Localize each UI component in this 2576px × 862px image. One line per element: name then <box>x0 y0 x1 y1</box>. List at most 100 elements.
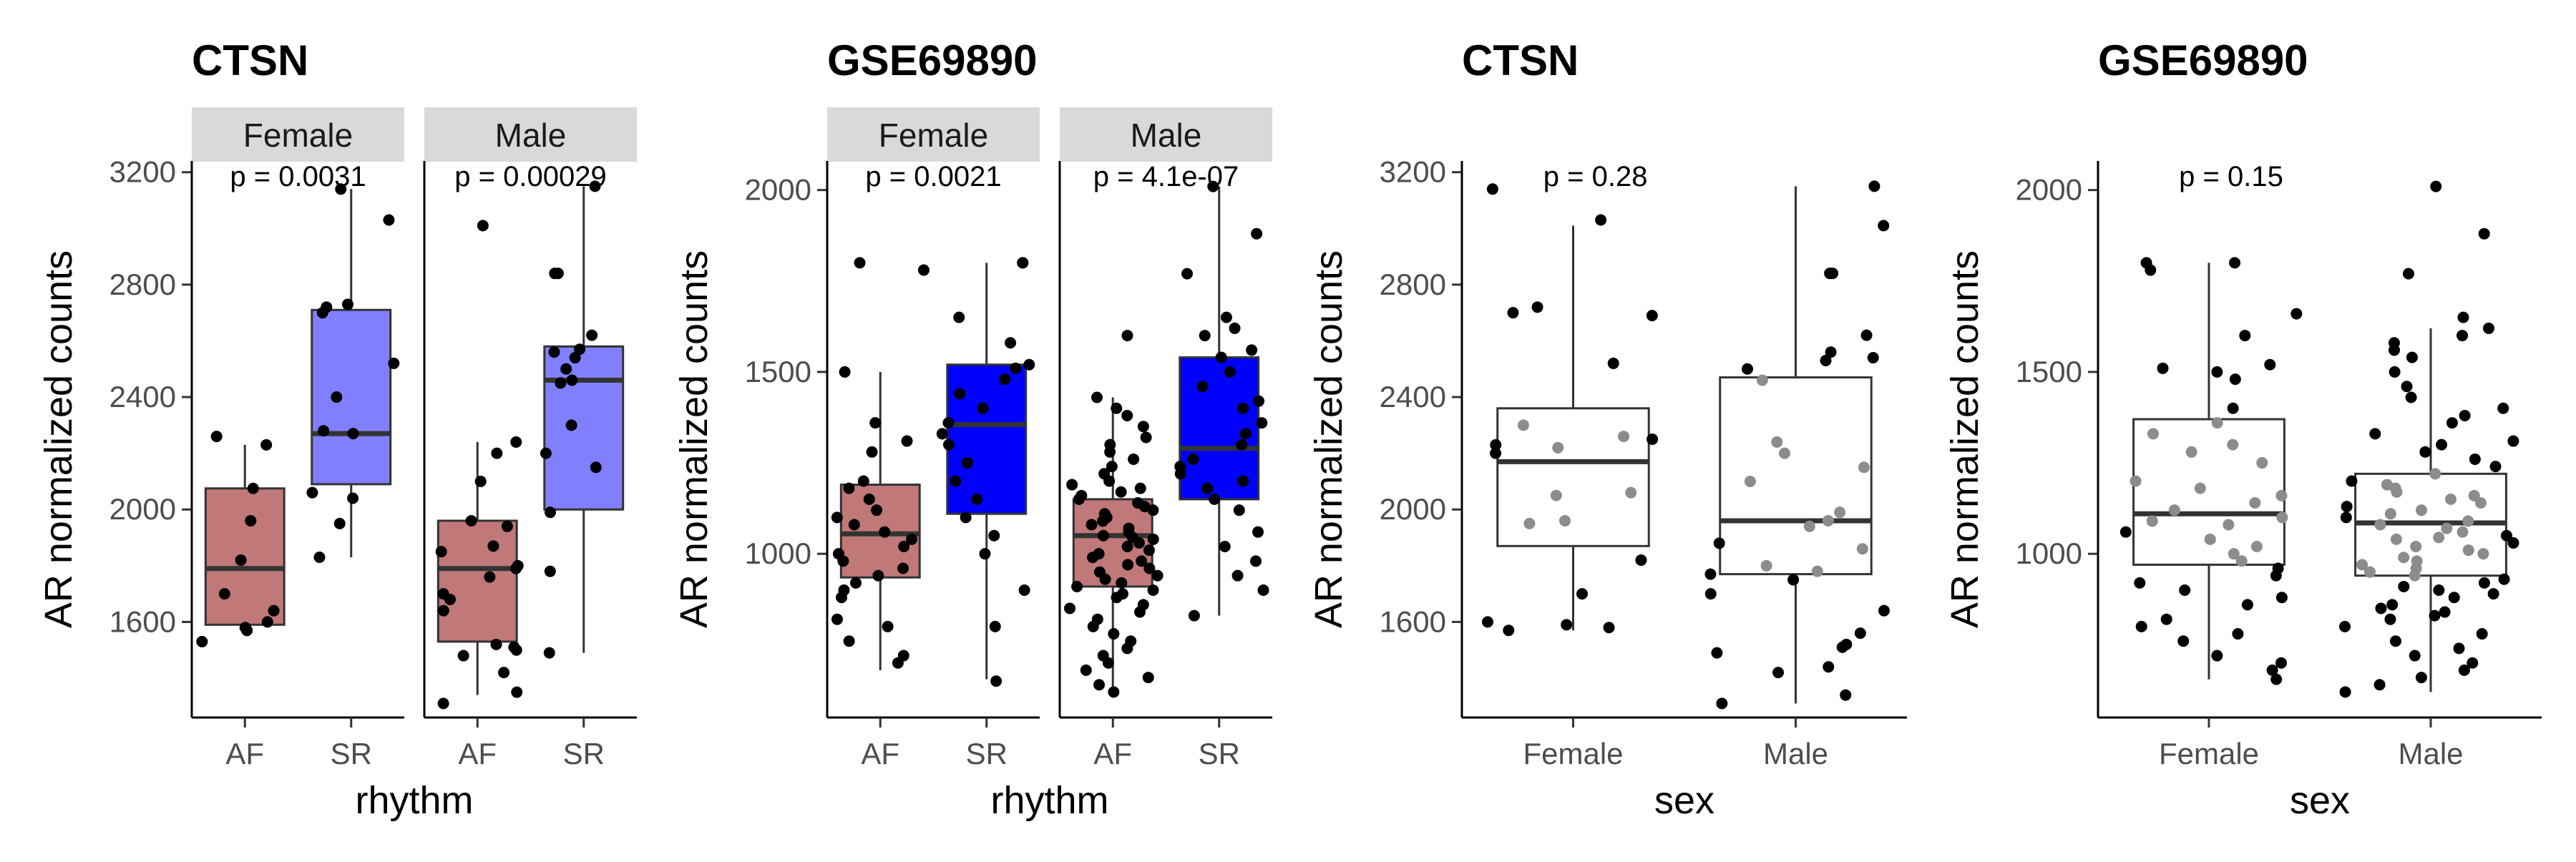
data-point <box>1822 514 1834 526</box>
chart-title: CTSN <box>1462 36 1579 84</box>
data-point <box>1121 409 1133 421</box>
data-point <box>2157 362 2169 374</box>
data-point <box>1142 672 1154 684</box>
data-point <box>540 447 552 459</box>
data-point <box>1147 504 1159 516</box>
data-point <box>2415 504 2427 516</box>
data-point <box>316 307 328 319</box>
data-point <box>2474 496 2487 509</box>
data-point <box>1825 346 1837 358</box>
data-point <box>1531 301 1543 313</box>
x-tick-label: AF <box>458 737 497 770</box>
box-sr <box>1174 180 1269 622</box>
data-point <box>1744 475 1756 487</box>
data-point <box>2264 358 2276 371</box>
data-point <box>2405 391 2417 403</box>
y-tick-label: 1500 <box>745 355 811 388</box>
iqr-box <box>436 519 518 643</box>
data-point <box>1251 227 1263 240</box>
data-point <box>268 604 280 617</box>
data-point <box>2453 642 2465 655</box>
iqr-box <box>946 363 1028 515</box>
data-point <box>1646 310 1658 322</box>
data-point <box>1716 697 1728 710</box>
data-point <box>906 533 918 545</box>
data-point <box>2129 475 2142 487</box>
data-point <box>1147 584 1159 597</box>
chart-title: GSE69890 <box>2098 36 2308 84</box>
data-point <box>484 571 496 583</box>
data-point <box>1550 489 1562 501</box>
facet-strip <box>192 107 404 162</box>
data-point <box>2441 522 2453 534</box>
data-point <box>866 446 878 458</box>
data-point <box>261 616 273 628</box>
chart-title: GSE69890 <box>827 36 1038 84</box>
data-point <box>850 577 862 589</box>
data-point <box>510 644 522 656</box>
data-point <box>565 419 577 431</box>
data-point <box>341 298 353 310</box>
data-point <box>2290 308 2303 320</box>
data-point <box>1108 628 1120 640</box>
data-point <box>1199 330 1211 342</box>
data-point <box>245 514 257 526</box>
data-point <box>437 604 449 617</box>
data-point <box>2478 577 2490 589</box>
y-axis-title: AR normalized counts <box>1943 250 1986 628</box>
data-point <box>990 675 1002 687</box>
data-point <box>2433 532 2445 544</box>
data-point <box>1201 482 1214 494</box>
data-point <box>511 686 523 698</box>
x-tick-label: SR <box>563 737 605 770</box>
data-point <box>2346 475 2358 487</box>
data-point <box>2275 592 2288 604</box>
data-point <box>2389 366 2401 378</box>
data-point <box>2500 529 2512 542</box>
data-point <box>549 268 561 280</box>
data-point <box>2364 566 2376 578</box>
data-point <box>2160 613 2172 625</box>
data-point <box>1215 351 1227 363</box>
data-point <box>917 264 930 276</box>
data-point <box>548 346 560 358</box>
y-tick-label: 2400 <box>1380 380 1446 413</box>
iqr-box <box>311 308 392 486</box>
data-point <box>2446 417 2458 429</box>
data-point <box>1868 180 1880 192</box>
data-point <box>879 526 891 538</box>
data-point <box>1085 519 1098 531</box>
data-point <box>2468 489 2480 501</box>
data-point <box>1256 417 1268 429</box>
data-point <box>1233 504 1245 516</box>
data-point <box>1646 434 1659 445</box>
data-point <box>566 374 578 386</box>
box-female <box>2119 257 2303 685</box>
x-tick-label: AF <box>1093 737 1132 770</box>
data-point <box>2444 493 2457 505</box>
data-point <box>1823 661 1835 673</box>
data-point <box>347 428 359 440</box>
data-point <box>569 352 581 364</box>
data-point <box>1854 627 1866 640</box>
data-point <box>1064 602 1076 614</box>
data-point <box>831 511 843 524</box>
data-point <box>1236 439 1248 451</box>
data-point <box>437 697 449 710</box>
y-axis-title: AR normalized counts <box>673 250 716 628</box>
x-tick-label: Female <box>2159 737 2259 770</box>
data-point <box>2356 559 2368 571</box>
iqr-box <box>1719 376 1873 576</box>
data-point <box>491 447 503 459</box>
data-point <box>843 635 855 647</box>
data-point <box>1108 686 1120 698</box>
p-value-label: p = 0.15 <box>2179 161 2283 192</box>
data-point <box>1490 439 1502 451</box>
data-point <box>1134 606 1146 618</box>
data-point <box>1219 541 1231 553</box>
data-point <box>2275 489 2288 501</box>
facet-strip-label: Female <box>243 117 353 154</box>
